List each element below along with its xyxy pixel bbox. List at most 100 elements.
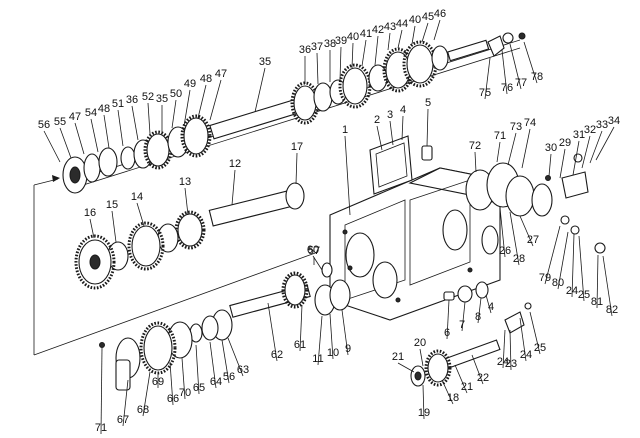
callout-67: 67 xyxy=(117,414,129,426)
leader-line-47 xyxy=(74,122,85,155)
ring-55-shape xyxy=(83,153,101,183)
callout-41: 41 xyxy=(360,28,372,40)
callout-47: 47 xyxy=(69,111,81,123)
gear-52-shape xyxy=(146,133,170,167)
callout-26: 26 xyxy=(499,245,511,257)
leader-line-71 xyxy=(100,347,103,435)
callout-12: 12 xyxy=(229,158,241,170)
leader-line-44 xyxy=(397,29,403,49)
callout-38: 38 xyxy=(324,38,336,50)
leader-line-6 xyxy=(446,299,450,340)
callout-14: 14 xyxy=(131,191,143,203)
leader-line-20 xyxy=(419,348,424,367)
gear-45-shape xyxy=(406,44,434,84)
leader-line-26 xyxy=(499,207,506,258)
callout-70: 70 xyxy=(179,387,191,399)
leader-line-73 xyxy=(507,132,517,166)
callout-81: 81 xyxy=(591,296,603,308)
middle-shaft-assembly xyxy=(74,182,305,290)
callout-71: 71 xyxy=(95,422,107,434)
leader-line-7 xyxy=(461,301,466,332)
callout-48: 48 xyxy=(98,103,110,115)
gear-41-shape xyxy=(342,67,368,105)
callout-27: 27 xyxy=(527,234,539,246)
callout-35: 35 xyxy=(259,56,271,68)
callout-56: 56 xyxy=(223,371,235,383)
callout-4: 4 xyxy=(488,301,494,313)
callout-7: 7 xyxy=(459,319,465,331)
callout-19: 19 xyxy=(418,407,430,419)
callout-71: 71 xyxy=(494,130,506,142)
leader-line-24 xyxy=(519,317,527,362)
leader-line-78 xyxy=(523,41,538,84)
shaft-12-shape xyxy=(208,189,297,227)
callout-37: 37 xyxy=(311,41,323,53)
leader-line-3 xyxy=(389,120,394,146)
leader-line-51 xyxy=(117,109,124,147)
callout-22: 22 xyxy=(477,372,489,384)
leader-line-74 xyxy=(521,128,531,169)
leader-line-9 xyxy=(341,309,349,356)
leader-line-19 xyxy=(422,384,425,420)
callout-43: 43 xyxy=(384,21,396,33)
bearing-17-shape xyxy=(285,182,305,210)
leader-line-64 xyxy=(209,341,217,389)
leader-line-77 xyxy=(509,43,522,90)
callout-56: 56 xyxy=(38,119,50,131)
callout-47: 47 xyxy=(215,68,227,80)
leader-line-31 xyxy=(572,140,580,176)
leader-line-34 xyxy=(595,126,615,161)
callout-42: 42 xyxy=(372,24,384,36)
leader-line-48 xyxy=(197,84,207,119)
callout-30: 30 xyxy=(545,142,557,154)
ring-54-shape xyxy=(98,147,118,177)
callout-18: 18 xyxy=(447,392,459,404)
leader-line-4 xyxy=(401,115,404,141)
callout-48: 48 xyxy=(200,73,212,85)
leader-line-72 xyxy=(474,151,477,173)
leader-line-61 xyxy=(299,304,303,352)
top-shaft-assembly xyxy=(62,32,526,194)
callout-73: 73 xyxy=(510,121,522,133)
shaft-35-shape xyxy=(209,98,301,140)
leader-line-43 xyxy=(387,32,391,51)
leader-line-25 xyxy=(578,235,585,302)
leader-line-29 xyxy=(559,148,566,179)
callout-44: 44 xyxy=(396,18,408,30)
leader-line-76 xyxy=(501,49,508,95)
leader-line-62 xyxy=(267,302,278,362)
leader-line-45 xyxy=(421,22,429,43)
callout-55: 55 xyxy=(54,116,66,128)
leader-line-22 xyxy=(471,354,484,385)
callout-11: 11 xyxy=(312,353,323,365)
gear-18-shape xyxy=(427,353,449,383)
callout-54: 54 xyxy=(85,107,97,119)
callout-21: 21 xyxy=(461,381,473,393)
callout-13: 13 xyxy=(179,176,191,188)
callout-62: 62 xyxy=(271,349,283,361)
leader-line-12 xyxy=(231,169,236,206)
callout-45: 45 xyxy=(422,11,434,23)
callout-24: 24 xyxy=(497,356,509,368)
callout-17: 17 xyxy=(291,141,303,153)
leader-line-67 xyxy=(122,379,129,427)
callout-23: 23 xyxy=(505,358,517,370)
leader-line-46 xyxy=(433,19,441,41)
leader-line-65 xyxy=(195,344,200,395)
callout-82: 82 xyxy=(606,304,618,316)
callout-66: 66 xyxy=(167,393,179,405)
callout-16: 16 xyxy=(84,207,96,219)
callout-4: 4 xyxy=(400,104,406,116)
leader-line-25 xyxy=(529,311,541,355)
leader-line-60 xyxy=(312,255,323,271)
leader-line-36 xyxy=(131,105,139,141)
callout-61: 61 xyxy=(294,339,306,351)
leader-line-30 xyxy=(548,153,552,177)
leader-line-82 xyxy=(602,255,613,317)
callout-50: 50 xyxy=(170,88,182,100)
callout-69: 69 xyxy=(152,376,164,388)
leader-line-32 xyxy=(581,135,591,169)
shaft-22-shape xyxy=(439,339,501,371)
leader-line-50 xyxy=(171,99,177,129)
